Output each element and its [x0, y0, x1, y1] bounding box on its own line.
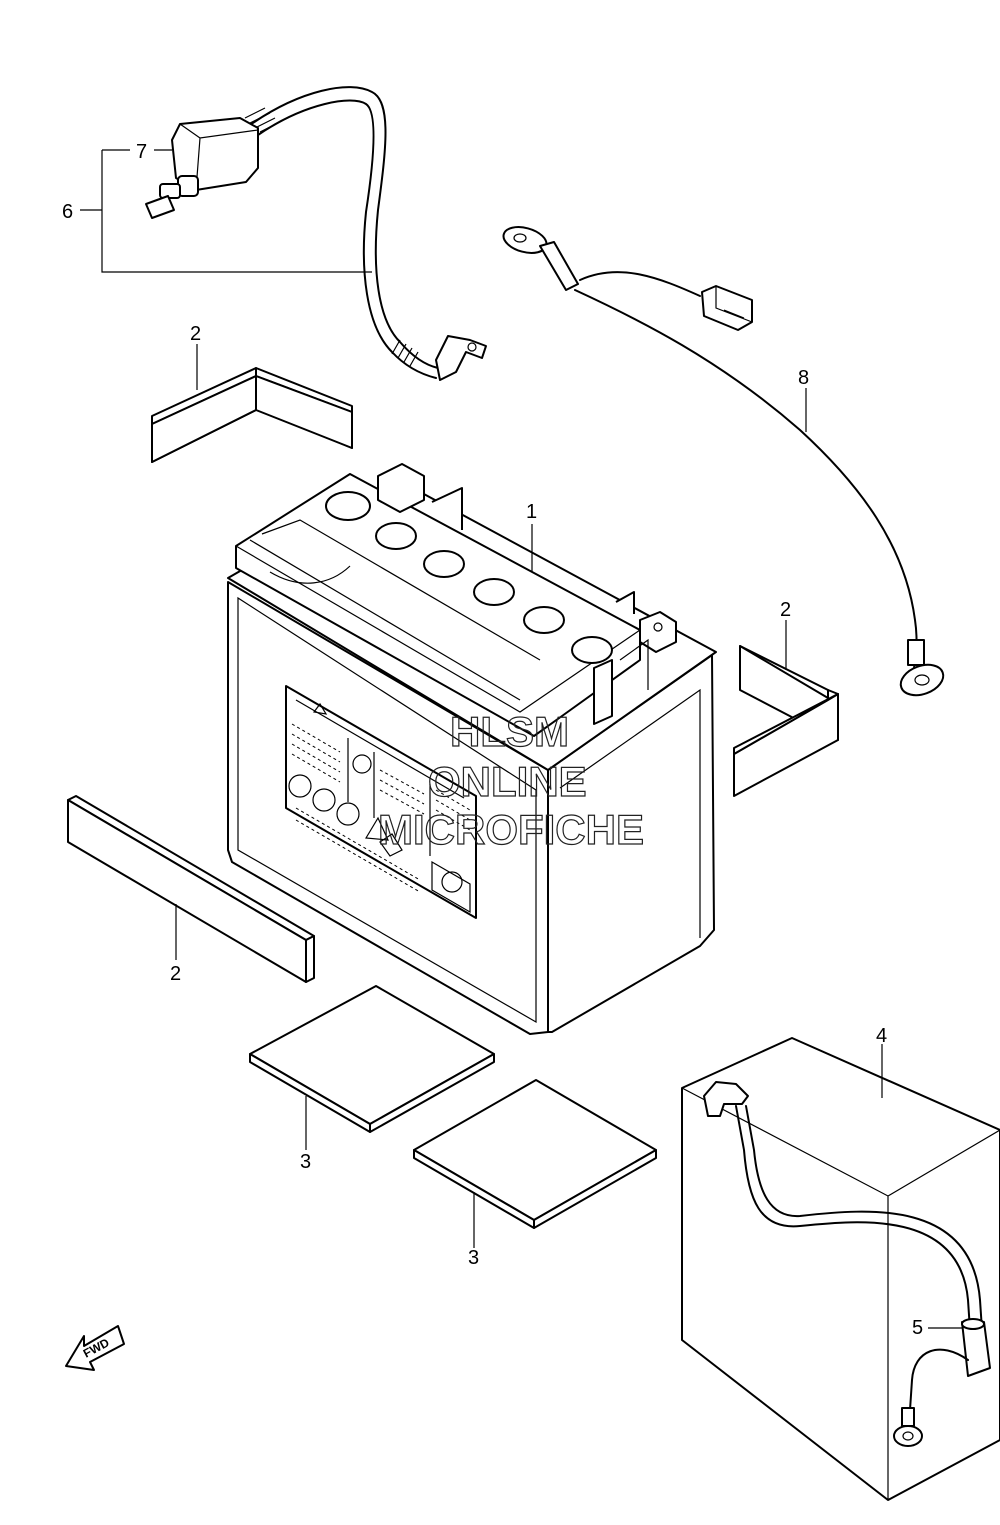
cover-cable	[703, 1081, 991, 1447]
callout-1: 1	[526, 501, 537, 523]
battery-label	[285, 685, 477, 919]
callout-8: 8	[798, 367, 809, 389]
watermark: HLSM ONLINE MICROFICHE	[377, 707, 644, 853]
terminal-screw	[145, 175, 199, 219]
negative-lead	[502, 226, 945, 697]
callout-4: 4	[876, 1025, 887, 1047]
spacer-top	[151, 367, 353, 463]
callout-2-bottom: 2	[170, 963, 181, 985]
watermark-line-3: MICROFICHE	[378, 806, 644, 853]
cover	[681, 1037, 1000, 1501]
watermark-line-2: ONLINE	[428, 758, 587, 805]
battery	[227, 463, 717, 1035]
callout-2-right: 2	[780, 599, 791, 621]
spacer-bottom-left	[67, 795, 315, 983]
spacer-right	[733, 645, 839, 797]
watermark-line-1: HLSM	[450, 708, 569, 755]
callout-5: 5	[912, 1317, 923, 1339]
leader-6	[101, 150, 372, 273]
positive-lead	[145, 86, 487, 381]
callout-6: 6	[62, 201, 73, 223]
pad-left	[249, 985, 495, 1133]
fwd-arrow-icon	[65, 1325, 125, 1371]
callout-2-top: 2	[190, 323, 201, 345]
callout-7: 7	[136, 141, 147, 163]
callout-3-right: 3	[468, 1247, 479, 1269]
callout-3-left: 3	[300, 1151, 311, 1173]
pad-right	[413, 1079, 657, 1229]
